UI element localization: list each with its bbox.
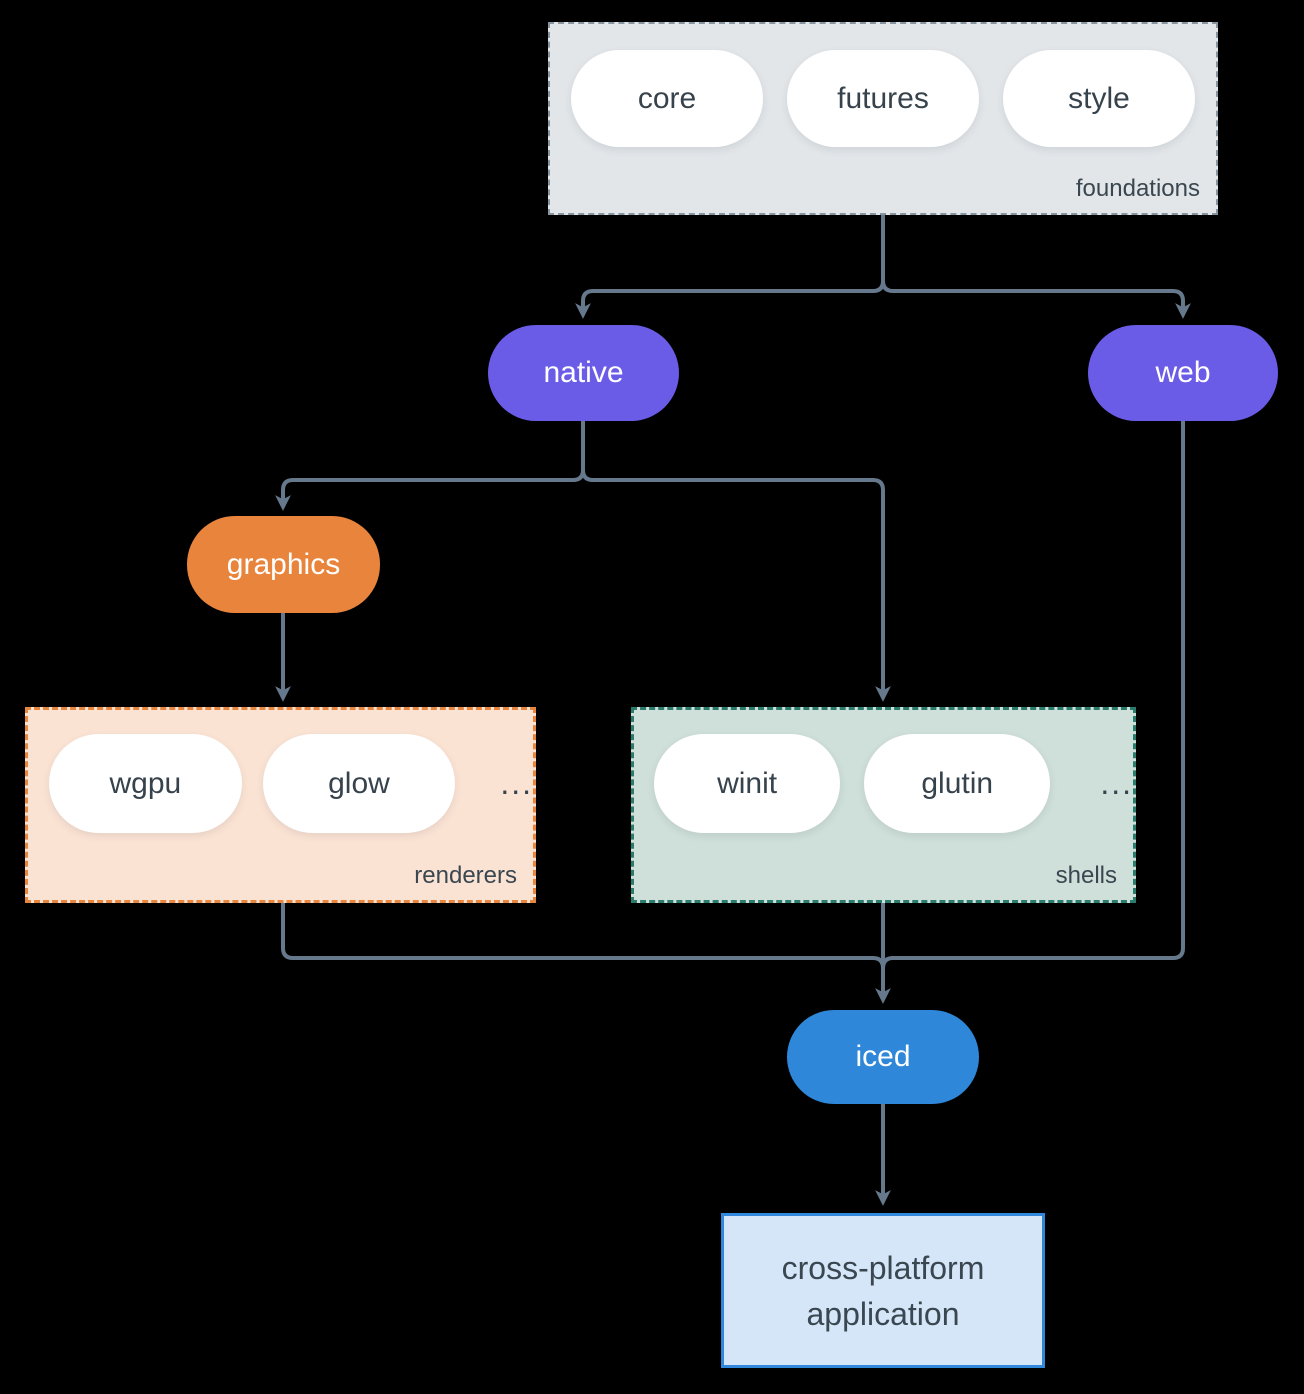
pill-core: core [571,50,763,147]
shells-pill-row: winit glutin ... [634,710,1133,833]
renderers-group: wgpu glow ... renderers [25,707,536,903]
pill-wgpu: wgpu [49,734,242,833]
pill-glutin: glutin [864,734,1051,833]
arrow-foundations-to-web [881,215,1191,319]
node-iced: iced [787,1010,979,1104]
application-label-line1: cross-platform [781,1249,985,1286]
shells-label: shells [1055,862,1117,889]
shells-group: winit glutin ... shells [631,707,1136,903]
node-web: web [1088,325,1278,421]
pill-futures: futures [787,50,979,147]
renderers-ellipsis: ... [500,765,533,801]
node-graphics: graphics [187,516,380,613]
pill-glow: glow [262,734,456,833]
renderers-pill-row: wgpu glow ... [28,710,533,833]
pill-style: style [1003,50,1195,147]
arrow-native-to-graphics [275,421,585,511]
foundations-group: core futures style foundations [548,22,1218,215]
node-native: native [488,325,679,421]
wire-renderers-to-merge [281,903,885,969]
foundations-label: foundations [1075,175,1200,202]
application-box: cross-platform application [721,1213,1045,1368]
arrow-foundations-to-native [575,215,885,319]
arrow-native-to-shells [581,421,891,702]
pill-winit: winit [654,734,841,833]
shells-ellipsis: ... [1100,765,1133,801]
foundations-pill-row: core futures style [550,24,1216,147]
application-label-line2: application [806,1295,960,1332]
renderers-label: renderers [414,862,517,889]
